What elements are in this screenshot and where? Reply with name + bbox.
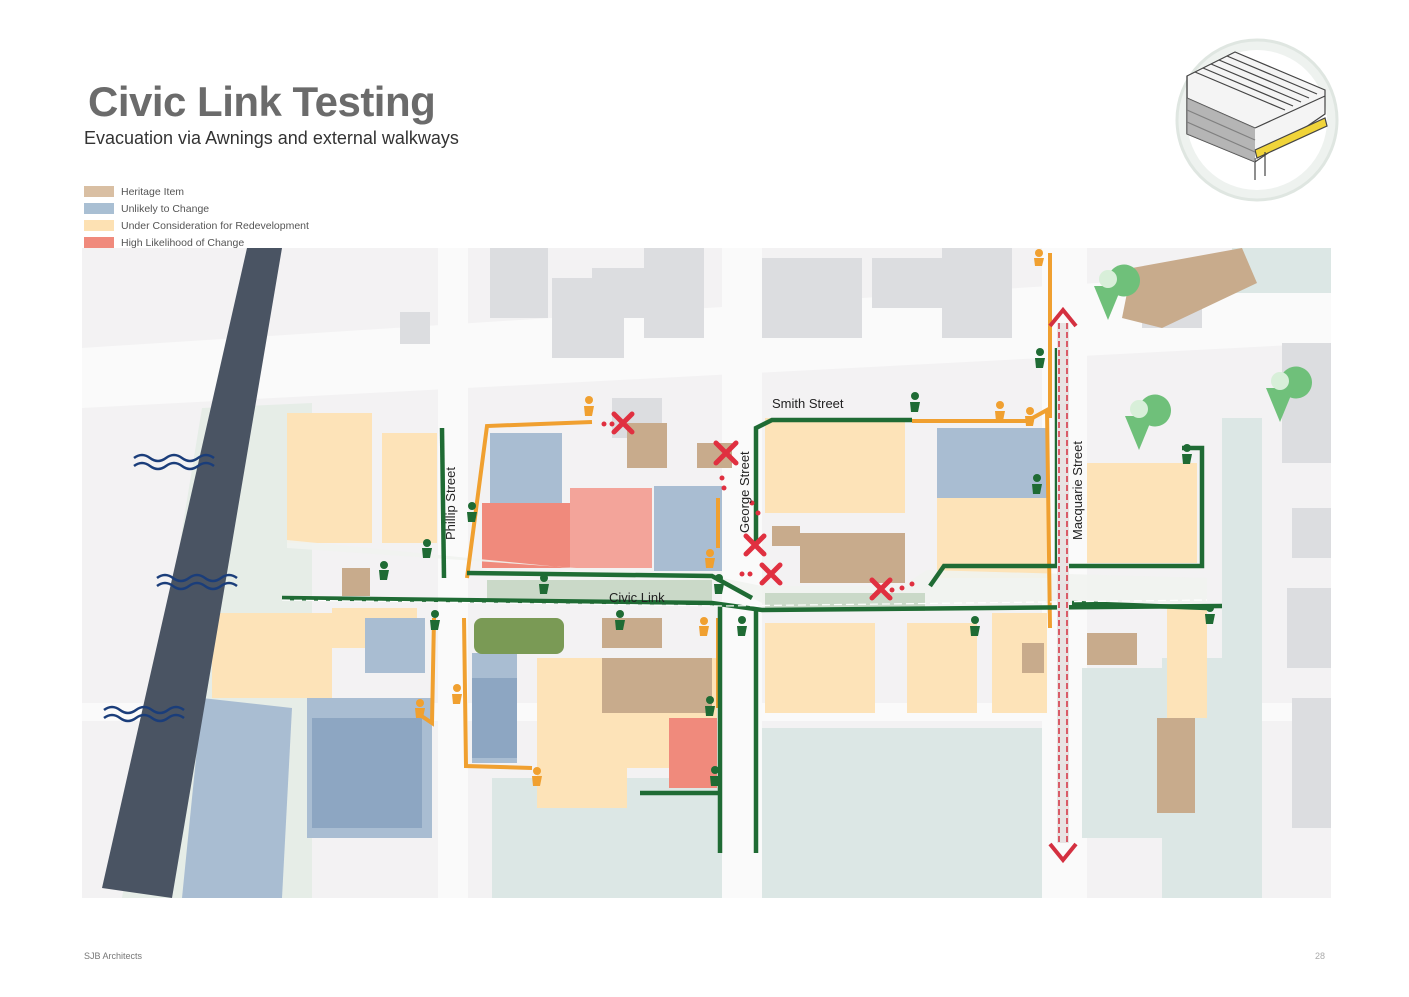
street-label-smith: Smith Street [772, 396, 844, 411]
site-map: Smith Street Civic Link George Street Ma… [82, 248, 1331, 898]
running-figure-icons [379, 249, 1215, 786]
river [102, 248, 282, 898]
heritage-blocks [342, 248, 1257, 813]
legend-swatch [84, 186, 114, 197]
green-evacuation-routes [281, 348, 1223, 853]
civic-link-dashed-line [281, 599, 1208, 607]
legend-label: High Likelihood of Change [121, 236, 245, 249]
water-wave-icons [103, 453, 238, 723]
blocked-x-markers [611, 411, 893, 601]
page-subtitle: Evacuation via Awnings and external walk… [84, 128, 459, 148]
unlikely-change-blocks-dark [312, 678, 517, 828]
teal-blocks [492, 248, 1331, 898]
redevelopment-consideration-blocks [212, 413, 1207, 808]
legend-item-unlikely: Unlikely to Change [84, 200, 309, 217]
legend-item-consideration: Under Consideration for Redevelopment [84, 217, 309, 234]
street-label-macquarie: Macquarie Street [1070, 441, 1085, 540]
legend-label: Under Consideration for Redevelopment [121, 219, 309, 232]
legend-label: Unlikely to Change [121, 202, 210, 215]
legend-swatch [84, 220, 114, 231]
awning-section-thumbnail [1175, 38, 1339, 202]
lawn [474, 618, 564, 654]
civic-link-corridor [287, 540, 1207, 603]
legend-swatch [84, 203, 114, 214]
street-label-phillip: Phillip Street [443, 467, 458, 540]
location-marker-icons [1094, 264, 1312, 450]
macquarie-street-double-arrow [1048, 306, 1078, 864]
legend-swatch [84, 237, 114, 248]
footer-page-number: 28 [1314, 951, 1325, 961]
legend-item-high: High Likelihood of Change [84, 234, 309, 251]
high-change-blocks [482, 488, 717, 788]
legend-label: Heritage Item [121, 185, 185, 198]
blocked-dotted-paths [601, 421, 915, 593]
page-title: Civic Link Testing [88, 78, 436, 125]
street-label-civic-link: Civic Link [609, 590, 665, 605]
street-label-george: George Street [737, 451, 752, 533]
footer-company: SJB Architects [84, 951, 143, 961]
map-legend: Heritage Item Unlikely to Change Under C… [84, 183, 309, 251]
civic-link-plaza-east [765, 593, 925, 611]
legend-item-heritage: Heritage Item [84, 183, 309, 200]
